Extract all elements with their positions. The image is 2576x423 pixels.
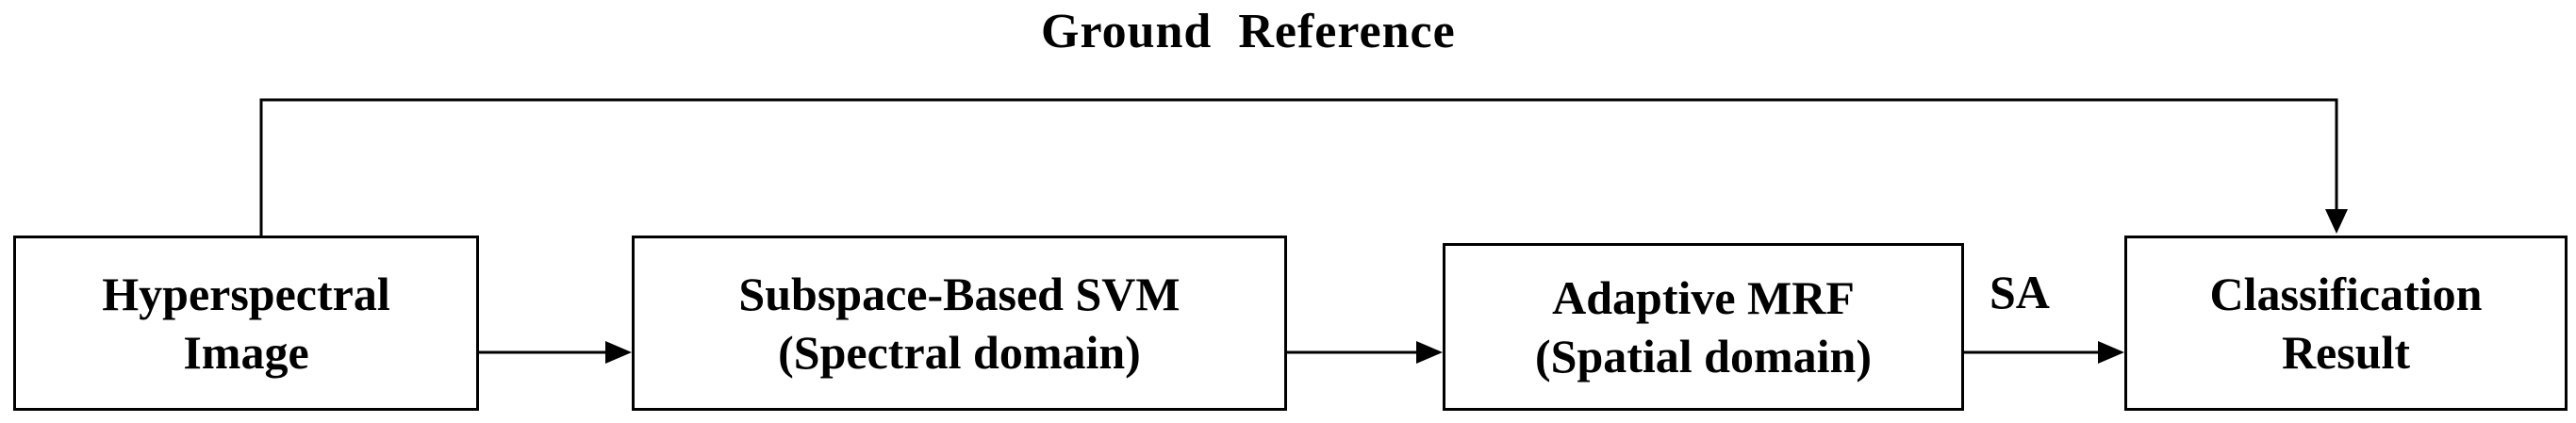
- arrowhead-result: [2098, 341, 2124, 364]
- hyperspectral-line1: Hyperspectral: [102, 267, 390, 320]
- hyperspectral-line2: Image: [183, 326, 309, 379]
- ground-reference-label: Ground Reference: [1041, 5, 1456, 58]
- hyperspectral-image-box: Hyperspectral Image: [13, 236, 479, 411]
- subspace-svm-box: Subspace-Based SVM (Spectral domain): [632, 236, 1287, 411]
- mrf-line1: Adaptive MRF: [1552, 270, 1855, 324]
- classification-result-box: Classification Result: [2124, 236, 2568, 411]
- mrf-line2: (Spatial domain): [1534, 330, 1872, 382]
- ground-reference-arrowhead: [2325, 209, 2348, 234]
- result-line1: Classification: [2209, 267, 2483, 320]
- sa-edge-label: SA: [1990, 266, 2050, 318]
- svm-line1: Subspace-Based SVM: [738, 267, 1181, 320]
- adaptive-mrf-box: Adaptive MRF (Spatial domain): [1443, 243, 1964, 411]
- arrowhead-svm: [605, 341, 632, 364]
- svm-line2: (Spectral domain): [778, 326, 1141, 379]
- result-line2: Result: [2281, 326, 2411, 379]
- ground-reference-connector: [259, 98, 2338, 236]
- arrowhead-mrf: [1416, 341, 1443, 364]
